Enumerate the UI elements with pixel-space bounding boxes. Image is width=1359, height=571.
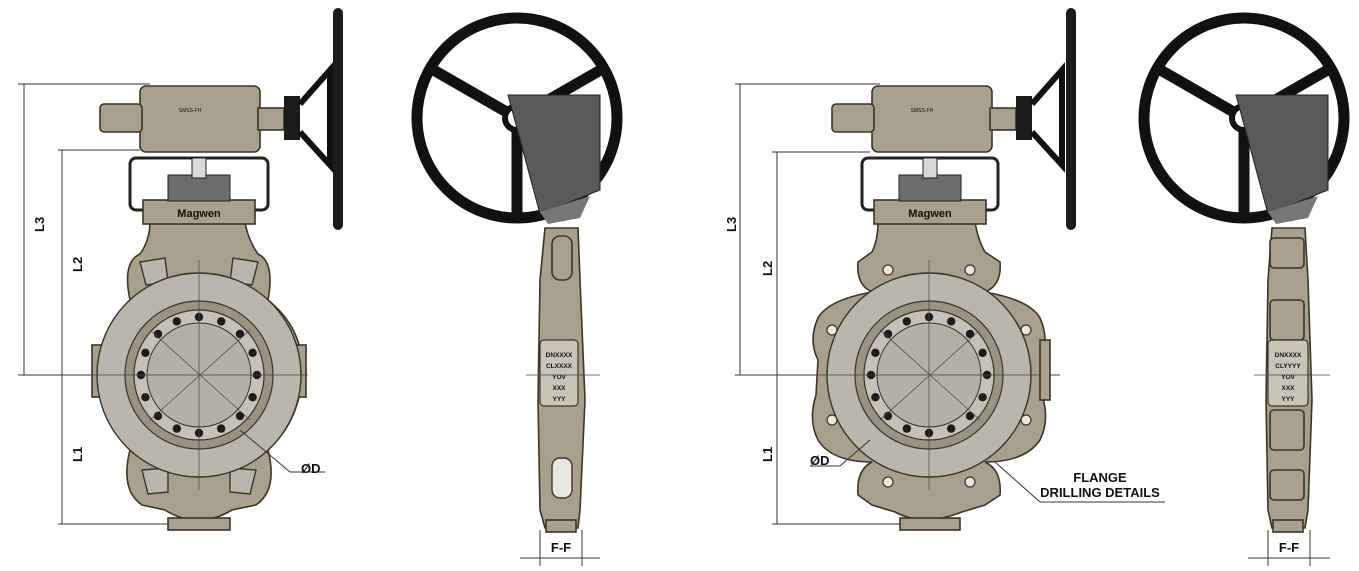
- lug-brand-label: Magwen: [908, 208, 952, 220]
- wafer-handwheel-rim: [333, 8, 343, 230]
- wafer-dim-l3: L3: [32, 217, 47, 232]
- bolt-hole: [235, 329, 245, 339]
- wafer-dim-d: ØD: [301, 461, 321, 476]
- bolt-hole: [947, 424, 956, 433]
- lug-gear-label: SMSS-FH: [911, 108, 934, 114]
- lug-nameplate: [1267, 339, 1309, 407]
- bolt-hole: [883, 411, 893, 421]
- bolt-hole: [248, 393, 257, 402]
- bolt-hole: [235, 411, 245, 421]
- lug-dim-l2: L2: [760, 261, 775, 276]
- lug-dim-l1: L1: [760, 447, 775, 462]
- lug-flange-note-line-2: DRILLING DETAILS: [1040, 485, 1160, 500]
- wafer-dim-l1: L1: [70, 447, 85, 462]
- bolt-hole: [153, 411, 163, 421]
- lug-dim-d: ØD: [810, 453, 830, 468]
- lug-flange-note-line-1: FLANGE: [1073, 470, 1127, 485]
- lug-handwheel-rim: [1066, 8, 1076, 230]
- lug-nameplate-line-1: DNXXXX: [1275, 352, 1302, 359]
- lug-nameplate-line-3: YOV: [1281, 374, 1295, 381]
- bolt-hole: [883, 329, 893, 339]
- bolt-hole: [172, 424, 181, 433]
- bolt-hole: [217, 424, 226, 433]
- wafer-brand-label: Magwen: [177, 208, 221, 220]
- bolt-hole: [978, 393, 987, 402]
- lug-dim-l3: L3: [724, 217, 739, 232]
- wafer-handwheel: [411, 12, 623, 224]
- bolt-hole: [947, 317, 956, 326]
- bolt-hole: [978, 348, 987, 357]
- lug-gearbox: [871, 85, 993, 153]
- bolt-hole: [172, 317, 181, 326]
- lug-nameplate-line-2: CLYYYY: [1275, 363, 1301, 370]
- bolt-hole: [902, 424, 911, 433]
- bolt-hole: [965, 411, 975, 421]
- wafer-nameplate-line-5: YYY: [552, 396, 566, 403]
- bolt-hole: [248, 348, 257, 357]
- wafer-side-view: DNXXXX CLXXXX YOV XXX YYY F-F: [411, 12, 623, 566]
- lug-bolt-holes: [866, 312, 992, 438]
- lug-front-view: L3 L2 L1 Magwen SMSS-FH: [724, 8, 1165, 531]
- bolt-hole: [965, 329, 975, 339]
- lug-nameplate-line-4: XXX: [1281, 385, 1295, 392]
- wafer-nameplate-line-4: XXX: [552, 385, 566, 392]
- wafer-nameplate-line-3: YOV: [552, 374, 566, 381]
- wafer-bolt-holes: [136, 312, 262, 438]
- wafer-dim-l2: L2: [70, 257, 85, 272]
- wafer-nameplate-line-2: CLXXXX: [546, 363, 573, 370]
- wafer-gearbox: [139, 85, 261, 153]
- bolt-hole: [141, 348, 150, 357]
- lug-side-view: DNXXXX CLYYYY YOV XXX YYY F-F: [1138, 12, 1350, 566]
- lug-handwheel: [1138, 12, 1350, 224]
- wafer-dim-ff: F-F: [551, 540, 571, 555]
- bolt-hole: [141, 393, 150, 402]
- wafer-front-view: L3 L2 L1 Magwen SMSS-FH: [18, 8, 343, 531]
- bolt-hole: [871, 393, 880, 402]
- lug-nameplate-line-5: YYY: [1281, 396, 1295, 403]
- bolt-hole: [902, 317, 911, 326]
- lug-dim-ff: F-F: [1279, 540, 1299, 555]
- bolt-hole: [871, 348, 880, 357]
- wafer-gear-label: SMSS-FH: [179, 108, 202, 114]
- bolt-hole: [153, 329, 163, 339]
- wafer-nameplate: [539, 339, 579, 407]
- wafer-nameplate-line-1: DNXXXX: [546, 352, 573, 359]
- bolt-hole: [217, 317, 226, 326]
